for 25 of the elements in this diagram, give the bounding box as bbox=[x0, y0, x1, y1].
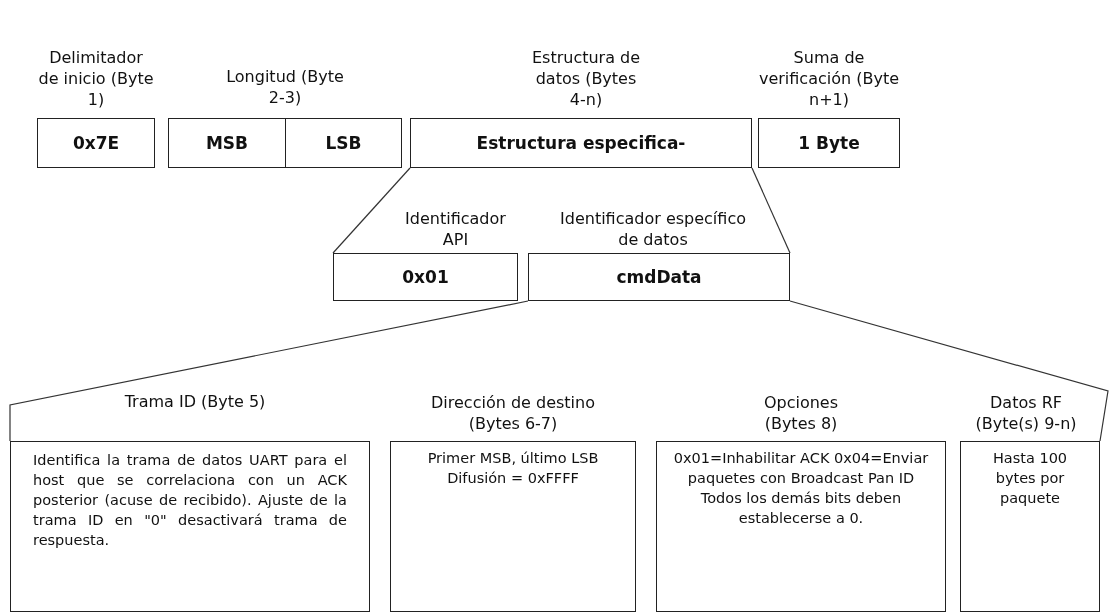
field-heading: Identificador API bbox=[404, 208, 507, 250]
field-heading: Datos RF (Byte(s) 9-n) bbox=[974, 392, 1078, 434]
field-value: 0x01 bbox=[333, 253, 518, 301]
field-heading: Opciones (Bytes 8) bbox=[762, 392, 840, 434]
field-heading: Suma de verificación (Byte n+1) bbox=[758, 47, 900, 110]
field-heading: Estructura de datos (Bytes 4-n) bbox=[530, 47, 642, 110]
field-heading: Longitud (Byte 2-3) bbox=[225, 66, 345, 108]
field-value: Estructura especifica- bbox=[410, 118, 752, 168]
field-value: LSB bbox=[286, 119, 401, 167]
expansion-line bbox=[751, 167, 791, 254]
field-description: 0x01=Inhabilitar ACK 0x04=Enviar paquetes con Broadcast Pan ID Todos los demás bits deben establecerse a 0. bbox=[656, 441, 946, 612]
field-heading: Delimitador de inicio (Byte 1) bbox=[37, 47, 155, 110]
field-heading: Trama ID (Byte 5) bbox=[123, 391, 267, 412]
field-description: Hasta 100 bytes por paquete bbox=[960, 441, 1100, 612]
field-heading: Dirección de destino (Bytes 6-7) bbox=[430, 392, 596, 434]
field-heading: Identificador específico de datos bbox=[559, 208, 747, 250]
expansion-line bbox=[789, 300, 1109, 442]
expansion-line bbox=[9, 300, 529, 442]
field-description: Primer MSB, último LSB Difusión = 0xFFFF bbox=[390, 441, 636, 612]
expansion-line bbox=[332, 167, 411, 254]
field-value: cmdData bbox=[528, 253, 790, 301]
field-value: MSB bbox=[169, 119, 286, 167]
field-description: Identifica la trama de datos UART para el host que se correlaciona con un ACK posterior (acuse de recibido). Ajuste de la trama ID en "0" desactivará trama de respuesta. bbox=[10, 441, 370, 612]
field-value: 0x7E bbox=[37, 118, 155, 168]
field-value: 1 Byte bbox=[758, 118, 900, 168]
